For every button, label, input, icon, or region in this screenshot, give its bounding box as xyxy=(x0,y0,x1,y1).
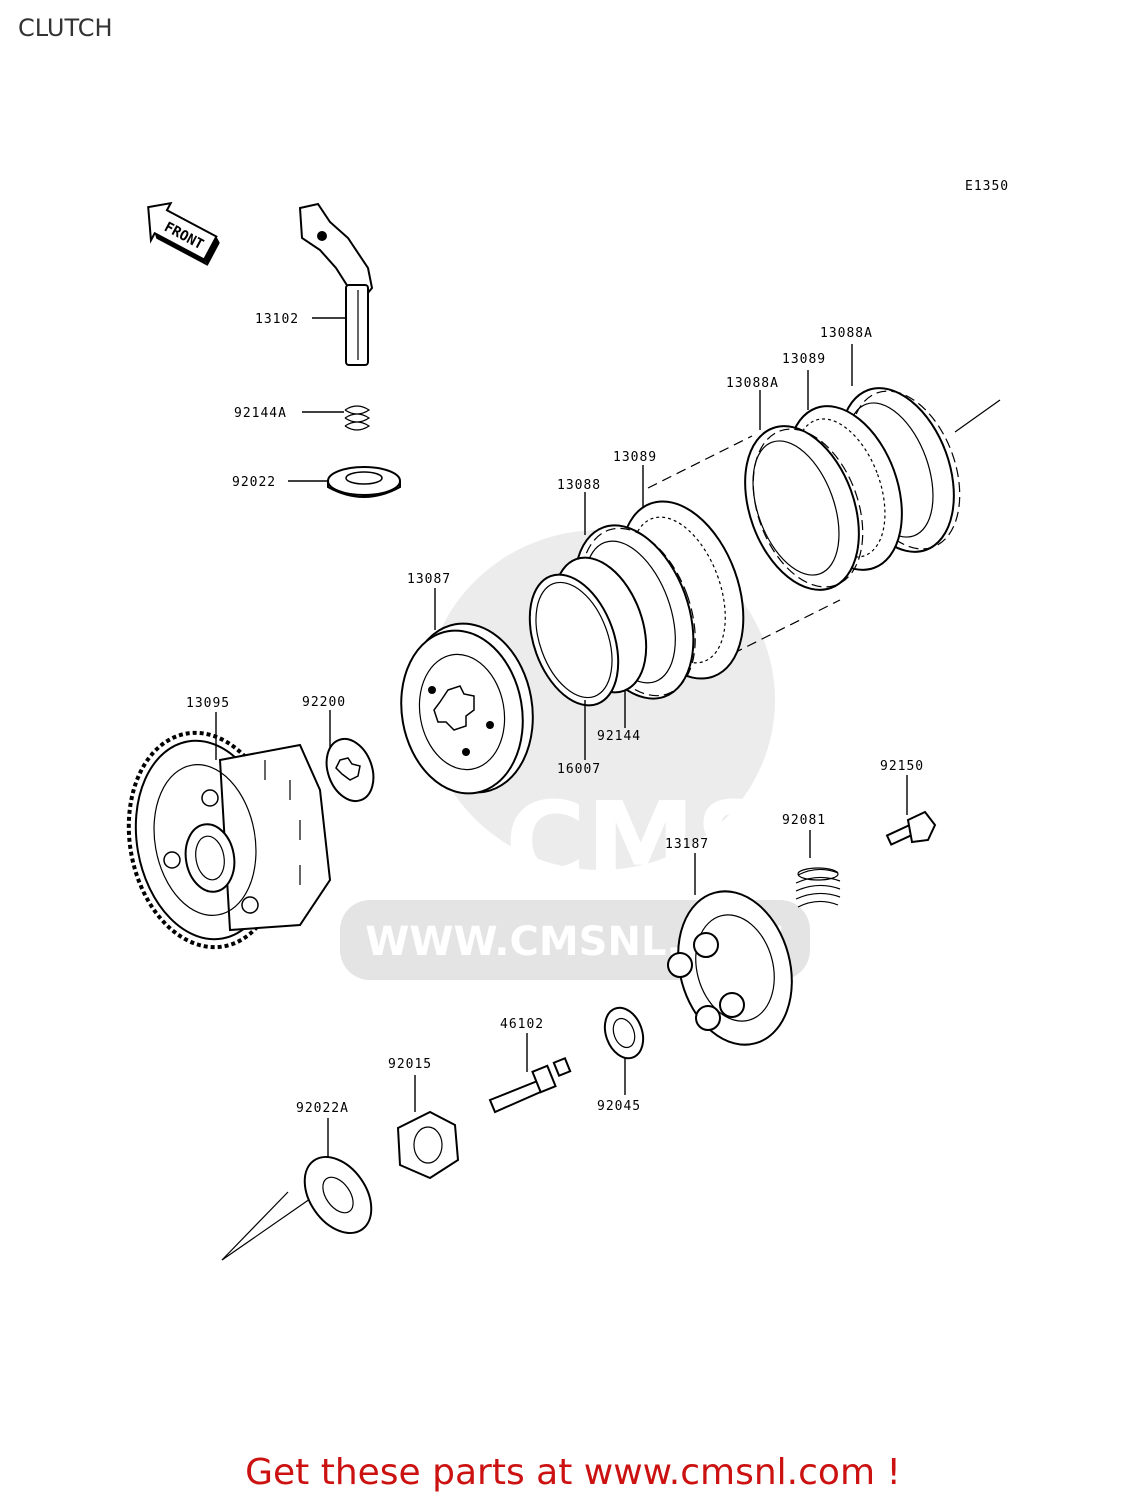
callout-92022: 92022 xyxy=(232,475,276,490)
part-92081-clutch-spring xyxy=(795,867,841,908)
part-13095-clutch-housing xyxy=(126,730,332,950)
callout-13102: 13102 xyxy=(255,312,299,327)
callout-92081: 92081 xyxy=(782,813,826,828)
part-92150-bolt xyxy=(885,810,937,846)
callout-92045: 92045 xyxy=(597,1099,641,1114)
callout-13089-top: 13089 xyxy=(782,352,826,367)
part-13088A-friction-plate xyxy=(744,425,864,591)
callout-13089: 13089 xyxy=(613,450,657,465)
part-46102-push-rod xyxy=(488,1056,572,1114)
callout-92200: 92200 xyxy=(302,695,346,710)
callout-92015: 92015 xyxy=(388,1057,432,1072)
part-92200-lock-washer xyxy=(325,738,375,802)
callout-13088A-top: 13088A xyxy=(820,326,873,341)
part-92045-bearing xyxy=(603,1006,645,1060)
page-title: CLUTCH xyxy=(18,14,113,42)
part-92022A-washer xyxy=(303,1156,373,1234)
watermark-brand: CMS xyxy=(505,778,774,906)
part-13187-pressure-plate xyxy=(667,890,793,1046)
callout-13087: 13087 xyxy=(407,572,451,587)
part-92022-washer xyxy=(327,466,401,498)
part-13087-clutch-hub xyxy=(400,622,534,795)
callout-92144A: 92144A xyxy=(234,406,287,421)
callout-46102: 46102 xyxy=(500,1017,544,1032)
callout-13088A: 13088A xyxy=(726,376,779,391)
callout-92150: 92150 xyxy=(880,759,924,774)
footer-link-text[interactable]: Get these parts at www.cmsnl.com ! xyxy=(245,1452,901,1493)
callout-13095: 13095 xyxy=(186,696,230,711)
callout-92022A: 92022A xyxy=(296,1101,349,1116)
callout-13187: 13187 xyxy=(665,837,709,852)
callout-16007: 16007 xyxy=(557,762,601,777)
part-13102-release-shaft xyxy=(298,202,374,366)
part-92015-nut xyxy=(396,1110,460,1180)
callout-92144: 92144 xyxy=(597,729,641,744)
figure-code: E1350 xyxy=(965,179,1009,194)
part-92144A-spring xyxy=(344,405,371,431)
front-arrow-icon: FRONT xyxy=(147,201,220,266)
part-16007-ring xyxy=(528,573,620,707)
callout-13088: 13088 xyxy=(557,478,601,493)
